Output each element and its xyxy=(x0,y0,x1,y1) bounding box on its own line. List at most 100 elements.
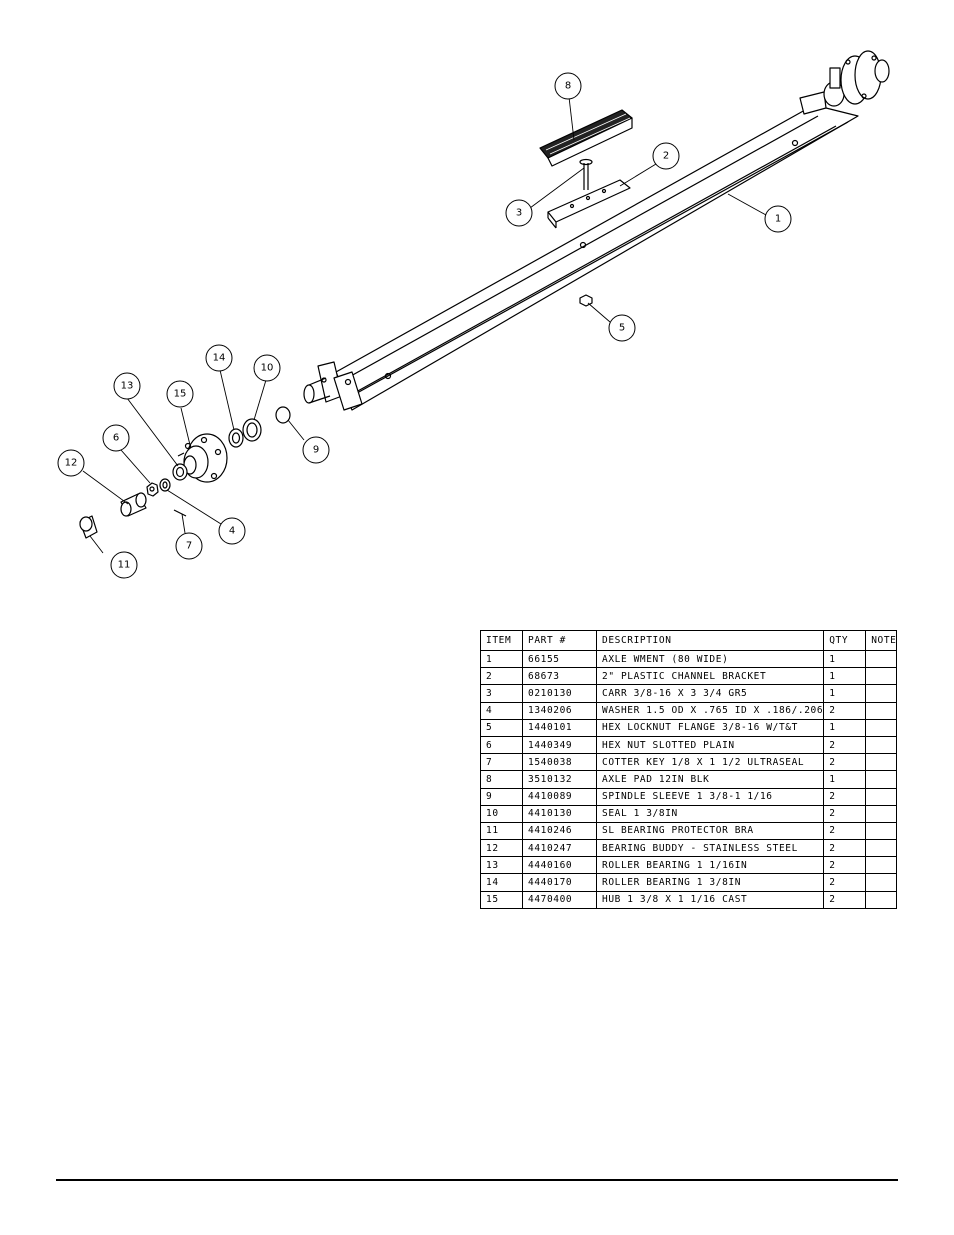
cell-qty: 2 xyxy=(823,839,867,858)
cell-part: 1440349 xyxy=(522,735,597,755)
exploded-axle-diagram: 1 2 3 4 5 6 7 8 9 10 11 12 13 14 15 xyxy=(57,50,890,579)
callout-15 xyxy=(166,380,194,408)
col-header-part: PART # xyxy=(522,630,597,651)
callout-label: 4 xyxy=(229,526,235,537)
cell-part: 1540038 xyxy=(522,753,597,772)
bom-header-row: ITEM PART # DESCRIPTION QTY NOTE xyxy=(480,630,898,651)
cell-description: SEAL 1 3/8IN xyxy=(595,804,825,823)
hub xyxy=(177,433,228,483)
col-header-description: DESCRIPTION xyxy=(595,630,825,651)
callout-label: 9 xyxy=(313,445,319,456)
cell-qty: 2 xyxy=(823,753,867,772)
callout-label: 6 xyxy=(113,433,119,444)
col-header-note: NOTE xyxy=(865,630,898,651)
seal xyxy=(242,418,262,442)
cell-item: 13 xyxy=(480,856,523,875)
left-spindle xyxy=(303,361,363,411)
cell-item: 10 xyxy=(480,804,523,823)
cell-item: 12 xyxy=(480,839,523,858)
callout-label: 8 xyxy=(565,81,571,92)
cell-item: 14 xyxy=(480,873,523,892)
cell-description: SL BEARING PROTECTOR BRA xyxy=(595,821,825,841)
cell-note xyxy=(865,839,898,858)
hex-locknut xyxy=(579,294,593,307)
callout-11 xyxy=(110,551,138,579)
cell-item: 4 xyxy=(480,701,523,720)
callout-7 xyxy=(175,532,203,560)
cell-note xyxy=(865,873,898,892)
cell-part: 1440101 xyxy=(522,718,597,737)
cell-description: HEX NUT SLOTTED PLAIN xyxy=(595,735,825,755)
cell-item: 15 xyxy=(480,890,523,909)
cell-item: 5 xyxy=(480,718,523,737)
cell-qty: 2 xyxy=(823,787,867,806)
cell-note xyxy=(865,856,898,875)
callout-label: 15 xyxy=(174,389,187,400)
cell-description: HUB 1 3/8 X 1 1/16 CAST xyxy=(595,890,825,909)
leader-lines xyxy=(82,96,767,554)
cell-note xyxy=(865,787,898,806)
cell-note xyxy=(865,667,898,686)
col-header-item: ITEM xyxy=(480,630,523,651)
cell-part: 66155 xyxy=(522,649,597,669)
cell-description: AXLE PAD 12IN BLK xyxy=(595,770,825,789)
callout-2 xyxy=(652,142,680,170)
cell-note xyxy=(865,649,898,669)
callout-12 xyxy=(57,449,85,477)
cell-description: BEARING BUDDY - STAINLESS STEEL xyxy=(595,839,825,858)
cell-qty: 2 xyxy=(823,890,867,909)
axle-tube xyxy=(335,104,859,411)
callout-1 xyxy=(764,205,792,233)
cell-part: 4410246 xyxy=(522,821,597,841)
callout-8 xyxy=(554,72,582,100)
callout-label: 2 xyxy=(663,151,669,162)
cell-note xyxy=(865,804,898,823)
callout-4 xyxy=(218,517,246,545)
cell-description: AXLE WMENT (80 WIDE) xyxy=(595,649,825,669)
callout-3 xyxy=(505,199,533,227)
cell-qty: 1 xyxy=(823,649,867,669)
cell-description: SPINDLE SLEEVE 1 3/8-1 1/16 xyxy=(595,787,825,806)
cell-note xyxy=(865,821,898,841)
axle-pad xyxy=(539,109,633,167)
cell-qty: 2 xyxy=(823,701,867,720)
washer xyxy=(159,478,171,492)
callout-label: 14 xyxy=(213,353,226,364)
roller-bearing-small xyxy=(172,463,188,481)
cell-qty: 1 xyxy=(823,770,867,789)
callout-10 xyxy=(253,354,281,382)
right-hub-assembly xyxy=(799,50,890,115)
cell-description: HEX LOCKNUT FLANGE 3/8-16 W/T&T xyxy=(595,718,825,737)
cell-note xyxy=(865,770,898,789)
cell-item: 8 xyxy=(480,770,523,789)
cell-note xyxy=(865,753,898,772)
col-header-qty: QTY xyxy=(823,630,867,651)
cell-description: WASHER 1.5 OD X .765 ID X .186/.206 xyxy=(595,701,825,720)
cell-part: 4440170 xyxy=(522,873,597,892)
cell-part: 68673 xyxy=(522,667,597,686)
slotted-nut xyxy=(146,482,159,497)
callout-9 xyxy=(302,436,330,464)
callout-label: 12 xyxy=(65,458,78,469)
cell-item: 9 xyxy=(480,787,523,806)
cell-description: ROLLER BEARING 1 1/16IN xyxy=(595,856,825,875)
cell-item: 1 xyxy=(480,649,523,669)
cell-description: ROLLER BEARING 1 3/8IN xyxy=(595,873,825,892)
channel-bracket xyxy=(547,179,631,229)
cell-part: 0210130 xyxy=(522,684,597,703)
cell-note xyxy=(865,718,898,737)
cell-part: 1340206 xyxy=(522,701,597,720)
cell-qty: 2 xyxy=(823,804,867,823)
callout-14 xyxy=(205,344,233,372)
